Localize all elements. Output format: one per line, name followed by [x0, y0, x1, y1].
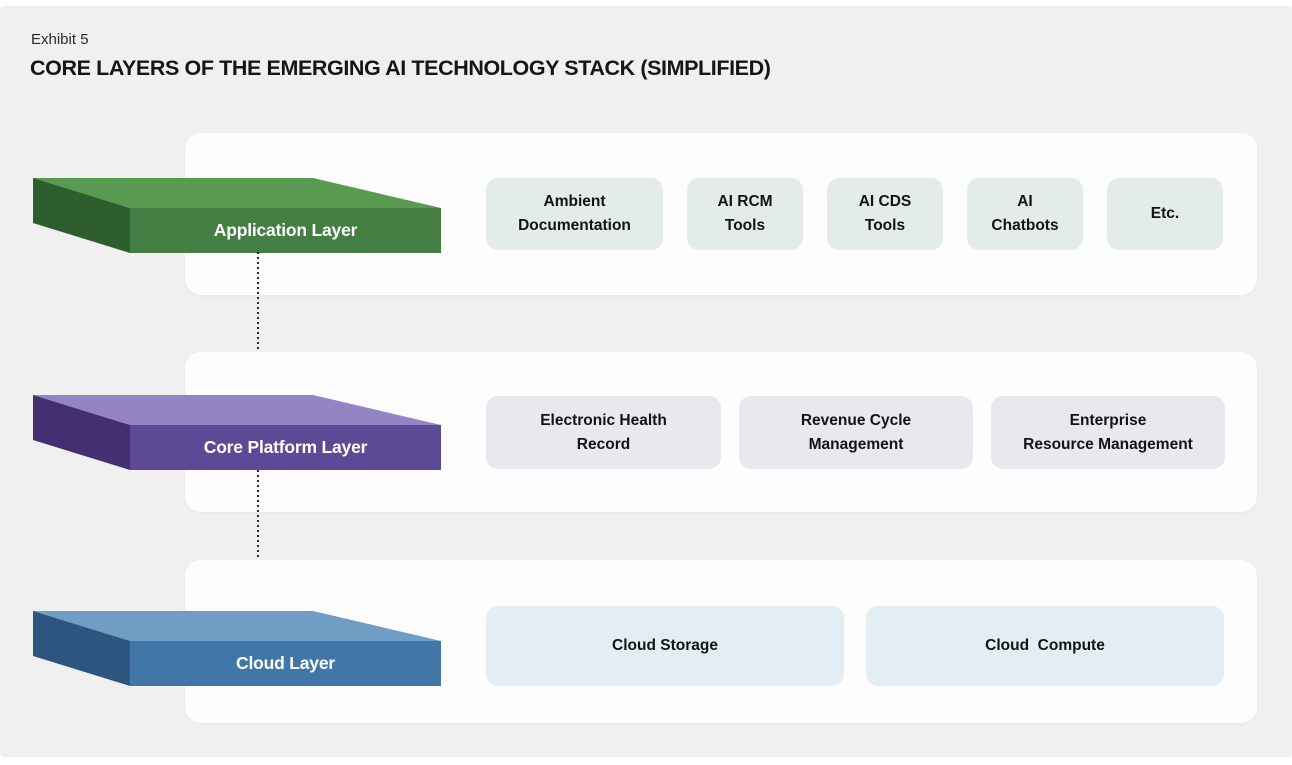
application-slab-graphic — [33, 178, 441, 253]
cloud-layer-slab: Cloud Layer — [30, 610, 441, 686]
slab-side-face — [33, 611, 130, 686]
chip-revenue-cycle-management: Revenue Cycle Management — [739, 396, 973, 469]
chip-ai-rcm-tools: AI RCM Tools — [687, 178, 803, 250]
slab-front-face — [130, 208, 441, 253]
connector-platform-to-cloud — [257, 470, 259, 622]
chip-cloud-storage: Cloud Storage — [486, 606, 844, 686]
cloud-layer-label: Cloud Layer — [236, 653, 335, 673]
connector-application-to-platform — [257, 252, 259, 402]
chip-cloud-compute: Cloud Compute — [866, 606, 1224, 686]
chip-enterprise-resource-management: Enterprise Resource Management — [991, 396, 1225, 469]
cloud-slab-graphic — [33, 611, 441, 686]
slab-top-face — [33, 395, 441, 425]
chip-ambient-documentation: Ambient Documentation — [486, 178, 663, 250]
chip-etc: Etc. — [1107, 178, 1223, 250]
slab-front-face — [130, 425, 441, 470]
exhibit-label: Exhibit 5 — [31, 31, 89, 48]
slab-top-face — [33, 611, 441, 641]
application-layer-slab: Application Layer — [30, 177, 441, 253]
slab-front-face — [130, 641, 441, 686]
chip-ai-chatbots: AI Chatbots — [967, 178, 1083, 250]
chip-ai-cds-tools: AI CDS Tools — [827, 178, 943, 250]
slab-top-face — [33, 178, 441, 208]
core-platform-slab-graphic — [33, 395, 441, 470]
core-platform-layer-label: Core Platform Layer — [203, 437, 368, 457]
chip-electronic-health-record: Electronic Health Record — [486, 396, 721, 469]
slab-side-face — [33, 395, 130, 470]
slab-side-face — [33, 178, 130, 253]
page-title: CORE LAYERS OF THE EMERGING AI TECHNOLOG… — [30, 56, 771, 80]
application-layer-label: Application Layer — [213, 220, 358, 240]
core-platform-layer-slab: Core Platform Layer — [30, 394, 441, 470]
